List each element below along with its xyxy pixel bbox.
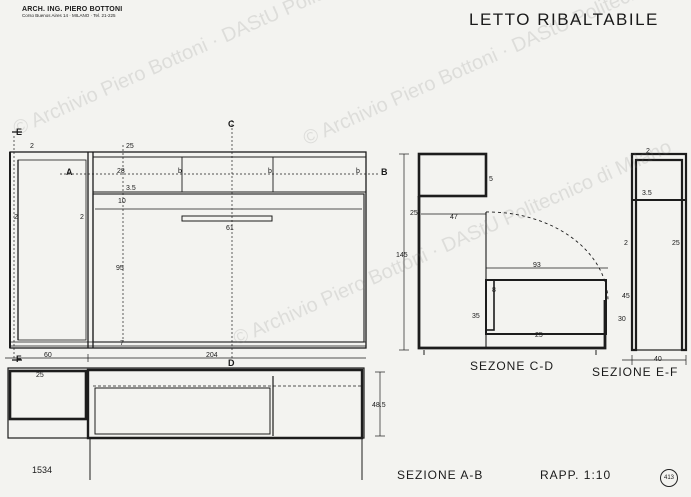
dim-label: 7 [120,340,124,347]
marker-a: A [66,167,73,177]
section-cd-label: SEZONE C-D [470,359,555,373]
dim-label: 30 [618,316,626,323]
marker-b: B [381,167,388,177]
marker-c: C [228,119,235,129]
page-title: LETTO RIBALTABILE [469,10,659,29]
marker-d: D [228,358,235,368]
dim-label: 2 [80,214,84,221]
dim-label: 28 [117,168,125,175]
dim-label: 2 [646,148,650,155]
dim-label: 95 [116,265,124,272]
dim-label: 2 [30,143,34,150]
section-cd [399,152,609,355]
front-elevation [9,120,380,361]
marker-e: E [16,127,23,137]
dim-label: 35 [472,313,480,320]
dim-label: 93 [533,262,541,269]
dim-label: 25 [36,372,44,379]
studio-name: ARCH. ING. PIERO BOTTONI [22,6,123,13]
dim-label: 204 [206,352,218,359]
drawing-number: 1534 [32,465,53,475]
dim-label: 25 [672,240,680,247]
dim-label: 25 [410,210,418,217]
dim-label: 145 [396,252,408,259]
dim-label: 8 [492,287,496,294]
dim-label: 2 [14,214,18,221]
dim-label: 3.5 [642,190,652,197]
dim-label: 2 [624,240,628,247]
marker-b-small: b [178,168,182,175]
plan-section-ab [5,354,385,480]
dim-label: 47 [450,214,458,221]
dim-label: 25 [126,143,134,150]
section-ab-label: SEZIONE A-B [397,468,484,482]
marker-b-small: b [356,168,360,175]
plate-number: 413 [660,469,678,487]
dim-label: 3.5 [126,185,136,192]
dim-label: 60 [44,352,52,359]
dim-label: 10 [118,198,126,205]
dim-label: 25 [535,332,543,339]
dim-label: 45 [622,293,630,300]
studio-address: Corso Buenos Aires 14 · MILANO · Tel. 21… [22,13,116,18]
marker-b-small: b [268,168,272,175]
dim-label: 5 [489,176,493,183]
marker-f: F [16,354,22,364]
section-ef [622,152,688,365]
dim-label: 48.5 [372,402,386,409]
dim-label: 61 [226,225,234,232]
scale-label: RAPP. 1:10 [540,468,612,482]
section-ef-label: SEZIONE E-F [592,365,679,379]
dim-label: 40 [654,356,662,363]
